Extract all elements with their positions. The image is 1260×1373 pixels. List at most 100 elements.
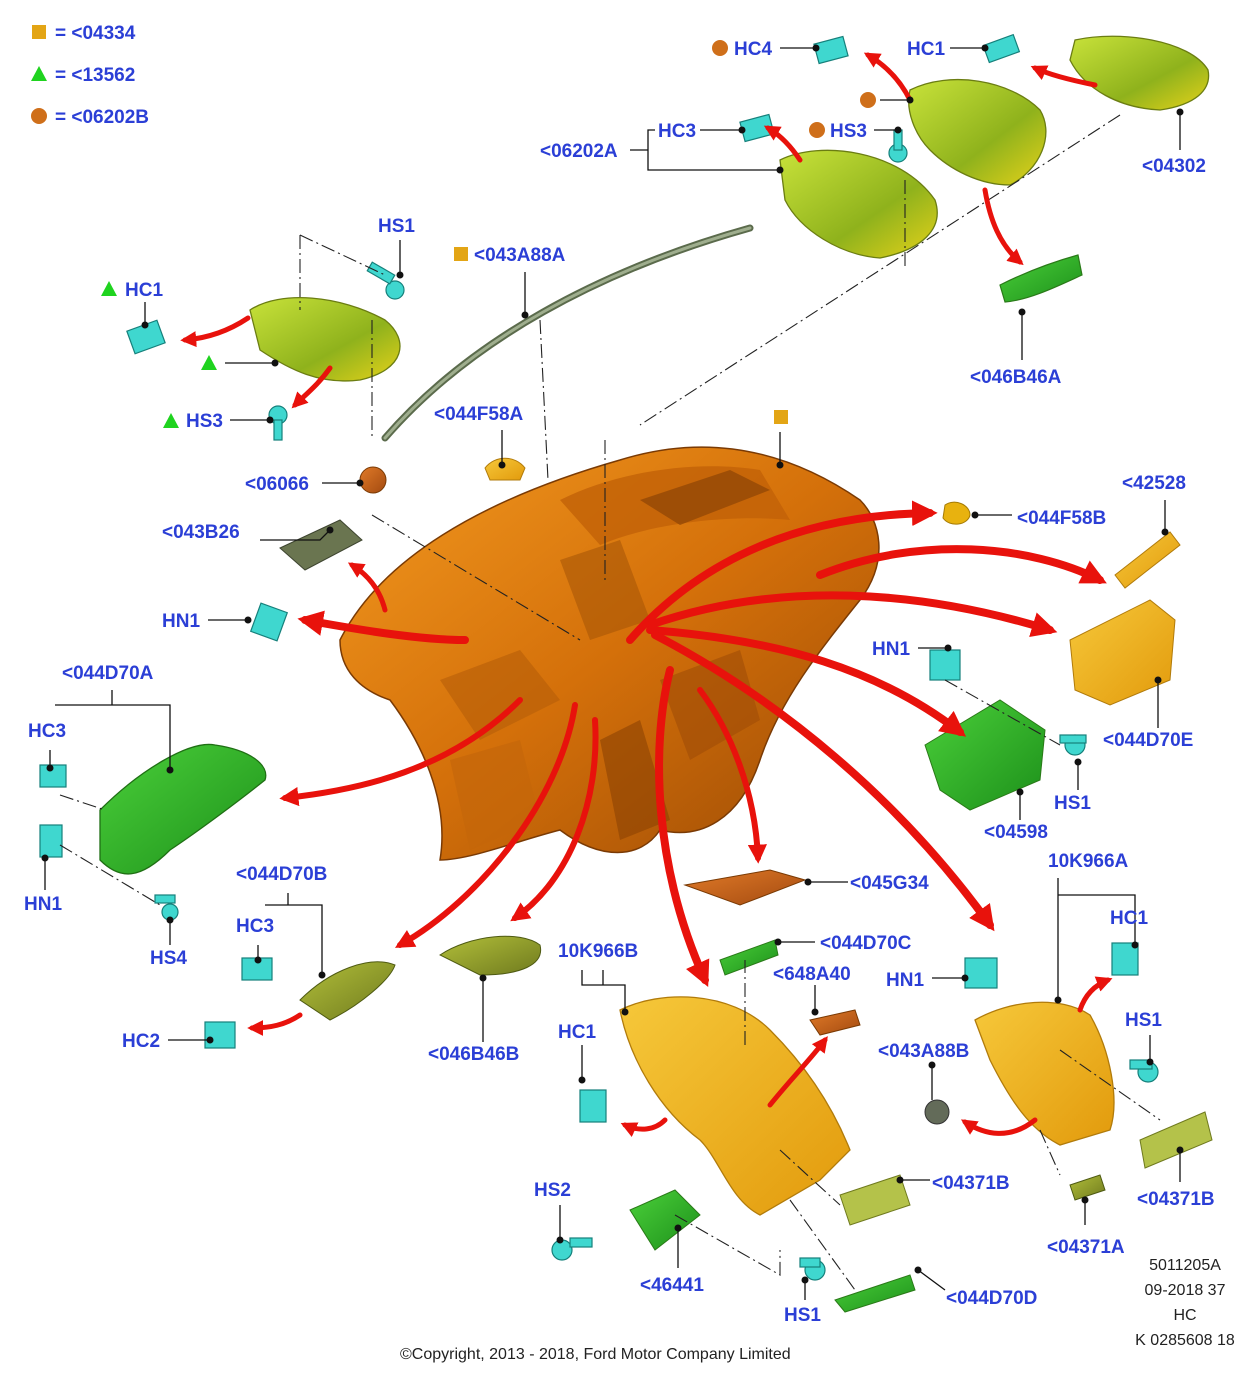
label-648a40: <648A40 <box>773 964 851 985</box>
trim-044d70c <box>719 939 779 976</box>
label-hs3-top: HS3 <box>830 121 867 142</box>
marker-triangle-icon <box>101 281 117 296</box>
label-04598: <04598 <box>984 822 1048 843</box>
leader-lines <box>41 44 1184 1300</box>
panel-648a40 <box>809 1009 861 1036</box>
label-hn1-bl: HN1 <box>24 894 62 915</box>
label-043a88a: <043A88A <box>474 245 566 266</box>
label-hn1-right: HN1 <box>872 639 910 660</box>
clip-hn1-left <box>249 602 289 642</box>
panel-04371b-right <box>1139 1111 1213 1169</box>
label-04371b-right: <04371B <box>1137 1189 1215 1210</box>
label-hn1-left: HN1 <box>162 611 200 632</box>
panel-046b46b <box>439 935 542 976</box>
top-panel-06202a <box>779 149 938 259</box>
label-hc1-mid: HC1 <box>558 1022 596 1043</box>
label-044d70d: <044D70D <box>946 1288 1037 1309</box>
clip-hc1-right <box>1111 942 1139 976</box>
ref-line-4: K 0285608 18 <box>1135 1332 1235 1349</box>
part-06066 <box>359 466 387 494</box>
trim-046b46a <box>999 254 1083 303</box>
part-42528 <box>1114 531 1181 589</box>
legend-triangle-icon <box>31 66 47 81</box>
label-044d70b: <044D70B <box>236 864 327 885</box>
label-043b26: <043B26 <box>162 522 240 543</box>
module-043b26 <box>279 519 363 571</box>
part-04371a <box>1069 1174 1106 1201</box>
label-044d70e: <044D70E <box>1103 730 1193 751</box>
label-hc2: HC2 <box>122 1031 160 1052</box>
copyright-text: ©Copyright, 2013 - 2018, Ford Motor Comp… <box>400 1346 791 1363</box>
label-hs1-br: HS1 <box>1125 1010 1162 1031</box>
center-console-10k966b <box>619 996 851 1216</box>
clip-hc3-left <box>39 764 67 788</box>
screw-hs3-left <box>268 405 288 441</box>
marker-triangle-icon <box>163 413 179 428</box>
bezel-044d70a <box>99 743 267 875</box>
label-hc3-left: HC3 <box>28 721 66 742</box>
label-46441: <46441 <box>640 1275 704 1296</box>
label-hs1-topleft: HS1 <box>378 216 415 237</box>
label-044d70a: <044D70A <box>62 663 154 684</box>
screw-hs1-topleft <box>366 261 405 300</box>
label-hc4: HC4 <box>734 39 772 60</box>
clip-hc2 <box>204 1021 236 1049</box>
ref-line-1: 5011205A <box>1149 1257 1221 1274</box>
center-console-10k966a <box>974 1001 1115 1146</box>
label-04302: <04302 <box>1142 156 1206 177</box>
clip-hn1-right <box>929 649 961 681</box>
clip-hn1-bl <box>39 824 63 858</box>
part-044f58a <box>484 457 526 481</box>
part-044f58b <box>942 501 971 525</box>
label-hs1-right: HS1 <box>1054 793 1091 814</box>
label-046b46a-top: <046B46A <box>970 367 1062 388</box>
label-hc1-left: HC1 <box>125 280 163 301</box>
label-04371b-mid: <04371B <box>932 1173 1010 1194</box>
top-cover-04302 <box>1069 35 1210 111</box>
trim-044d70b <box>299 961 396 1021</box>
bezel-46441 <box>629 1189 701 1251</box>
panel-04371b-mid <box>839 1174 911 1226</box>
label-hs4: HS4 <box>150 948 187 969</box>
marker-triangle-icon <box>201 355 217 370</box>
label-06066: <06066 <box>245 474 309 495</box>
marker-square-icon <box>454 247 468 261</box>
ref-line-3: HC <box>1173 1307 1196 1324</box>
legend-circle-icon <box>31 108 47 124</box>
marker-circle-icon <box>809 122 825 138</box>
legend: = <04334 = <13562 = <06202B <box>31 23 149 128</box>
label-044f58b: <044F58B <box>1017 508 1106 529</box>
label-hs3-left: HS3 <box>186 411 223 432</box>
part-labels: HC4 HC1 HC3 <06202A HS3 <04302 HS1 <043A… <box>24 39 1215 1326</box>
label-hc3-top: HC3 <box>658 121 696 142</box>
label-hc3-mid: HC3 <box>236 916 274 937</box>
label-hn1-br: HN1 <box>886 970 924 991</box>
screw-hs1-br <box>1129 1059 1159 1083</box>
screw-hs4 <box>154 894 179 921</box>
clip-hc1-top <box>982 33 1021 64</box>
label-06202a: <06202A <box>540 141 618 162</box>
label-42528: <42528 <box>1122 473 1186 494</box>
assembly-lines <box>59 114 1161 1291</box>
marker-circle-icon <box>712 40 728 56</box>
part-043a88b <box>924 1099 950 1125</box>
label-044f58a: <044F58A <box>434 404 524 425</box>
screw-hs3-top <box>888 129 908 163</box>
top-bezel <box>908 79 1047 186</box>
ref-line-2: 09-2018 37 <box>1145 1282 1226 1299</box>
label-043a88b: <043A88B <box>878 1041 969 1062</box>
label-046b46b: <046B46B <box>428 1044 519 1065</box>
trim-044d70d <box>834 1274 916 1313</box>
screw-hs1-right <box>1059 734 1087 756</box>
label-hc1-right: HC1 <box>1110 908 1148 929</box>
clip-hn1-br <box>964 957 998 989</box>
label-045g34: <045G34 <box>850 873 929 894</box>
label-hs1-bottom: HS1 <box>784 1305 821 1326</box>
legend-circle-text: = <06202B <box>55 107 149 128</box>
left-cover <box>249 297 401 382</box>
screw-hs1-bottom <box>799 1257 826 1281</box>
label-044d70c: <044D70C <box>820 933 912 954</box>
marker-circle-icon <box>860 92 876 108</box>
label-hs2: HS2 <box>534 1180 571 1201</box>
label-10k966b: 10K966B <box>558 941 638 962</box>
